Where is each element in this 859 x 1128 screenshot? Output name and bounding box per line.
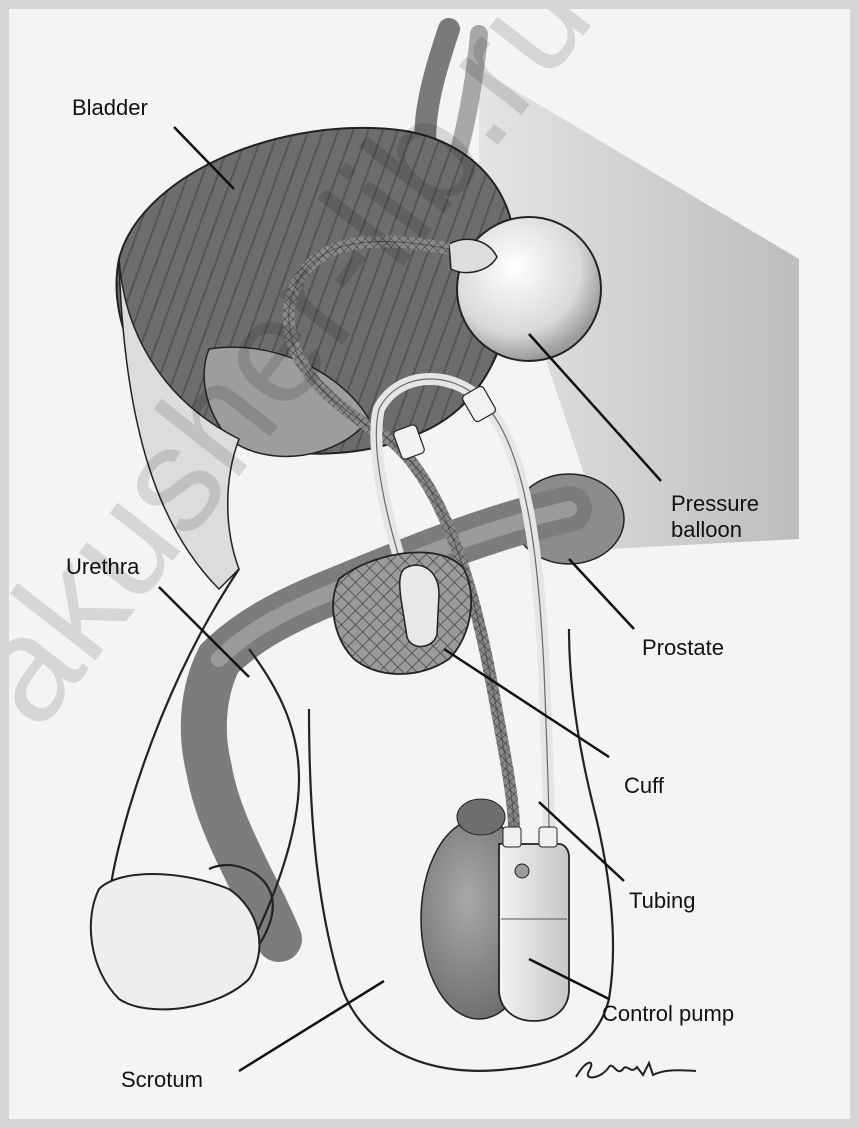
label-control-pump: Control pump — [602, 1001, 734, 1027]
label-urethra: Urethra — [66, 554, 139, 580]
control-pump-inlet-1 — [503, 827, 521, 847]
label-bladder: Bladder — [72, 95, 148, 121]
label-pressure-balloon: Pressure balloon — [671, 491, 759, 543]
leader-scrotum — [239, 981, 384, 1071]
control-pump-button — [515, 864, 529, 878]
label-cuff: Cuff — [624, 773, 664, 799]
label-tubing: Tubing — [629, 888, 695, 914]
artist-signature — [571, 1049, 701, 1089]
label-scrotum: Scrotum — [121, 1067, 203, 1093]
epididymis-shape — [457, 799, 505, 835]
leader-prostate — [569, 559, 634, 629]
control-pump-inlet-2 — [539, 827, 557, 847]
pressure-balloon-shape — [457, 217, 601, 361]
glans — [91, 874, 260, 1009]
control-pump-shape — [499, 844, 569, 1021]
label-prostate: Prostate — [642, 635, 724, 661]
leader-cuff — [444, 649, 609, 757]
